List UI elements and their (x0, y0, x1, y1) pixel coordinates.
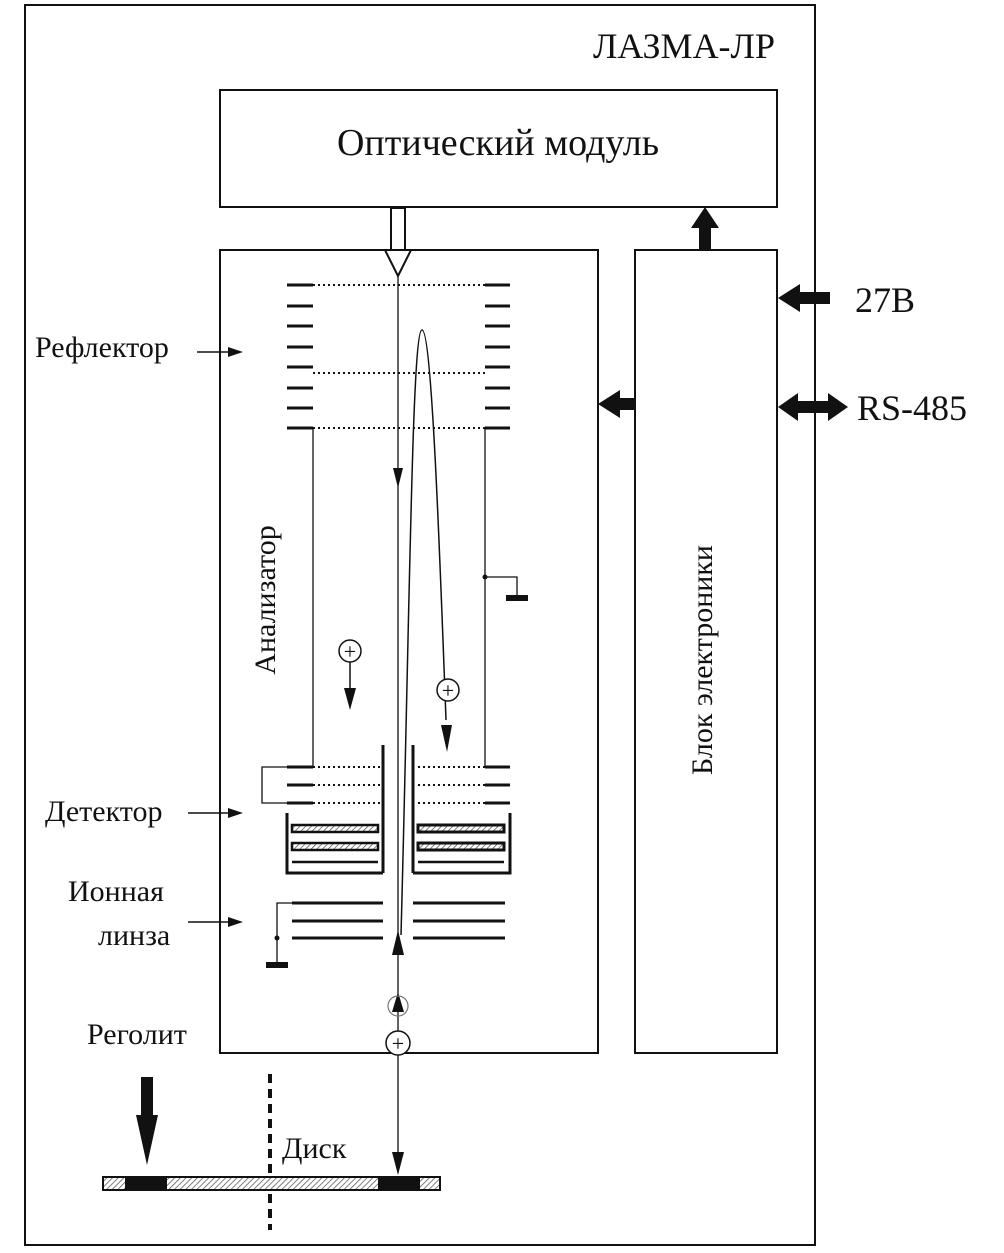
analyzer-label: Анализатор (249, 525, 282, 674)
ion-arrow-icon (441, 725, 452, 752)
ion-icon: + (436, 678, 460, 703)
ion-icon: + (385, 1030, 411, 1056)
ion-icon: + (338, 639, 362, 664)
electronics-label: Блок электроники (686, 545, 719, 775)
arrow-up-icon (691, 207, 719, 250)
ion-icon (387, 995, 409, 1017)
ion-up-arrow-icon (392, 930, 404, 955)
disk-label: Диск (282, 1132, 347, 1165)
label-arrow-icon (188, 917, 243, 927)
label-arrow-icon (188, 808, 243, 818)
power-arrow-icon (778, 284, 830, 312)
arrow-left-icon (598, 390, 635, 418)
reflector (287, 283, 510, 430)
ion-trajectory (400, 329, 447, 936)
detector (261, 745, 512, 875)
power-label: 27В (855, 280, 915, 320)
analyzer-walls (312, 428, 518, 767)
svg-text:+: + (442, 678, 454, 703)
ion-arrow-icon (344, 688, 356, 710)
laser-arrow-icon (383, 207, 413, 279)
svg-text:+: + (392, 1031, 404, 1056)
svg-text:+: + (344, 639, 356, 664)
analyzer-box (219, 249, 599, 1054)
reflector-grids (313, 284, 485, 429)
ion-up-arrow-icon (392, 992, 404, 1012)
ground-icon (266, 962, 288, 968)
ion-lens-label-line2: линза (98, 919, 170, 952)
optical-module-box (219, 89, 778, 208)
beam-down-arrow-icon (392, 1152, 404, 1175)
ground-icon (506, 595, 528, 601)
optical-module-label: Оптический модуль (337, 122, 659, 164)
reflector-label: Рефлектор (35, 331, 169, 364)
ion-lens (292, 901, 505, 940)
bus-double-arrow-icon (778, 393, 848, 421)
instrument-frame (24, 4, 816, 1246)
ion-lens-label-line1: Ионная (68, 875, 164, 908)
regolith-label: Реголит (87, 1018, 187, 1051)
regolith-arrow-icon (136, 1077, 158, 1165)
disk (102, 1176, 441, 1191)
detector-label: Детектор (45, 795, 162, 828)
beam-down-arrow-icon (393, 468, 403, 488)
bus-label: RS-485 (857, 388, 967, 428)
instrument-title: ЛАЗМА-ЛР (593, 26, 775, 66)
label-arrow-icon (197, 347, 243, 357)
